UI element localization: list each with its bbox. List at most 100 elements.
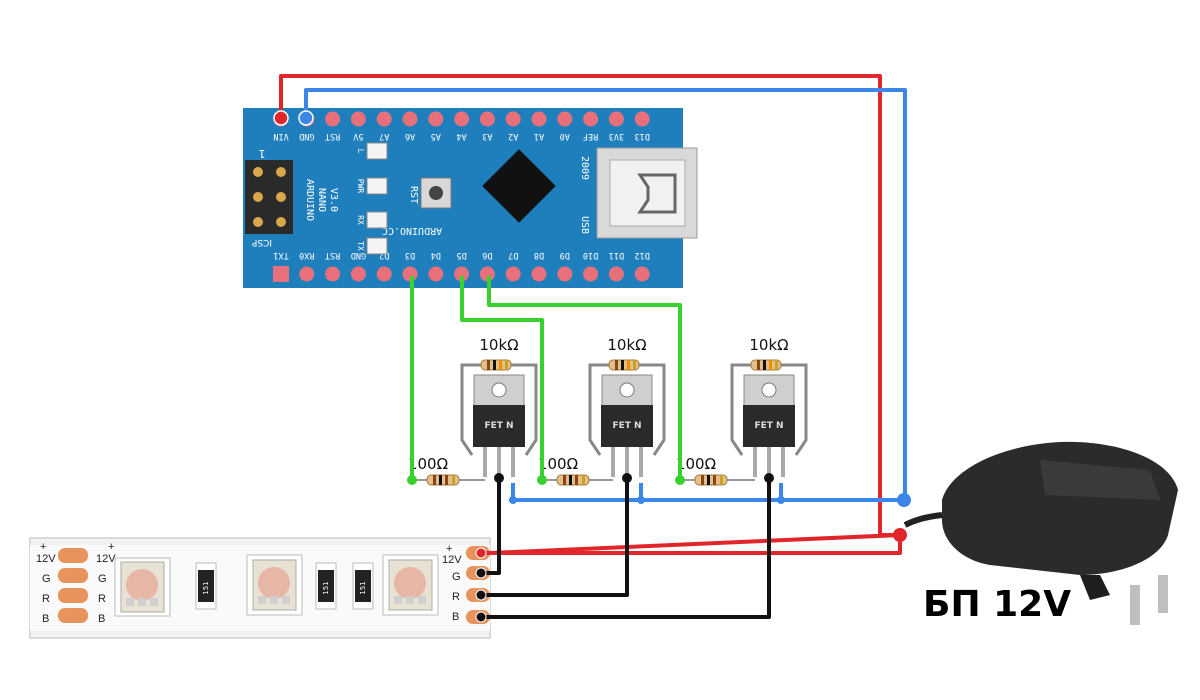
pin-label-a4: A4	[456, 131, 466, 141]
led-strip: + 12V G R B + 12V G R B + 12V G R B	[29, 537, 491, 639]
pin-label-d2: D2	[379, 250, 389, 260]
resistor-band	[769, 360, 772, 370]
pin-hole	[557, 111, 573, 127]
pad-label-b: B	[42, 613, 49, 625]
wire-signal-d5	[460, 276, 544, 480]
wire-drain-red	[480, 478, 629, 597]
pin-label-d9: D9	[560, 250, 570, 260]
board-model: NANO	[316, 188, 327, 212]
rgb-led-chip	[246, 554, 303, 616]
pin-hole	[376, 266, 392, 282]
resistor-band	[487, 360, 490, 370]
resistor-band	[575, 475, 578, 485]
resistor-band	[563, 475, 566, 485]
plus-sign: +	[446, 543, 452, 555]
pin-label-d3: D3	[405, 250, 415, 260]
mosfet-mount-hole	[761, 382, 777, 398]
power-supply-adapter: БП 12V	[903, 441, 1178, 625]
mosfet-leg	[781, 447, 785, 477]
resistor-band	[582, 475, 585, 485]
pin-hole	[479, 266, 495, 282]
resistor-band	[493, 360, 496, 370]
pin-label-a6: A6	[405, 131, 415, 141]
pin-label-a3: A3	[482, 131, 492, 141]
pin-label-d7: D7	[508, 250, 518, 260]
pin-label-a5: A5	[431, 131, 441, 141]
rst-label: RST	[408, 186, 419, 204]
resistor-band	[621, 360, 624, 370]
pin-hole	[454, 111, 470, 127]
pin-label-a1: A1	[534, 131, 544, 141]
resistor-band	[452, 475, 455, 485]
pad-label-g: G	[98, 573, 107, 585]
pin-label-d13: D13	[635, 131, 650, 141]
board-brand: ARDUINO	[304, 179, 315, 221]
resistor-band	[701, 475, 704, 485]
wire-signal-d6	[487, 276, 682, 480]
pad-label-r: R	[452, 591, 460, 603]
icsp-label: ICSP	[251, 237, 272, 247]
pin-hole	[583, 111, 599, 127]
pin-label-a7: A7	[379, 131, 389, 141]
pin-label-rst: RST	[325, 250, 340, 260]
pad-label-12v: 12V	[96, 553, 116, 565]
pulldown-frame	[588, 363, 666, 456]
pin-hole	[634, 111, 650, 127]
pin-hole	[325, 266, 341, 282]
pin-hole-square	[273, 266, 289, 282]
mosfet-mount-hole	[619, 382, 635, 398]
resistor-100-label: 100Ω	[408, 455, 448, 473]
resistor-band	[633, 360, 636, 370]
board-leds: L PWR RX TX	[356, 142, 388, 255]
resistor-band	[763, 360, 766, 370]
smd-code: 151	[202, 581, 210, 594]
pin-label-gnd: GND	[351, 250, 366, 260]
smd-code: 151	[322, 581, 330, 594]
mosfet-body	[743, 405, 795, 447]
mosfet-leg	[753, 447, 757, 477]
pin-hole	[325, 111, 341, 127]
resistor-band	[445, 475, 448, 485]
resistor-band	[433, 475, 436, 485]
resistor-100-label: 100Ω	[538, 455, 578, 473]
pin-label-a2: A2	[508, 131, 518, 141]
pin-hole	[350, 266, 366, 282]
wire-positive	[279, 74, 902, 555]
board-site: ARDUINO.CC	[382, 225, 442, 236]
pad-label-12v: 12V	[442, 554, 462, 566]
mosfet-body	[473, 405, 525, 447]
resistor-band	[713, 475, 716, 485]
pad-label-12v: 12V	[36, 553, 56, 565]
icsp-header: 1 ICSP	[245, 147, 293, 247]
pin-hole	[428, 266, 444, 282]
resistor-band	[757, 360, 760, 370]
pin-label-rx0: RX0	[299, 250, 314, 260]
pin-hole	[299, 266, 315, 282]
strip-pad-labels-left: + 12V G R B + 12V G R B + 12V G R B	[36, 541, 462, 625]
resistor-band	[505, 360, 508, 370]
pad-label-r: R	[98, 593, 106, 605]
pin-label-gnd: GND	[299, 131, 314, 141]
mosfet-mount-hole	[491, 382, 507, 398]
microcontroller-chip	[482, 149, 556, 223]
rgb-led-chip	[382, 554, 439, 616]
resistor-10k-label: 10kΩ	[479, 336, 518, 354]
pin-hole	[428, 111, 444, 127]
led-label-rx: RX	[356, 215, 365, 225]
pad-label-g: G	[42, 573, 51, 585]
led-label-l: L	[356, 149, 365, 154]
resistor-10k-label: 10kΩ	[607, 336, 646, 354]
pin-hole	[531, 111, 547, 127]
mosfet-leg	[511, 447, 515, 477]
smd-code: 151	[359, 581, 367, 594]
pin-label-a0: A0	[560, 131, 570, 141]
resistor-band	[569, 475, 572, 485]
pin-hole	[454, 266, 470, 282]
pin-label-3v3: 3V3	[609, 131, 624, 141]
pin-hole	[634, 266, 650, 282]
mosfet-label: FET N	[612, 421, 641, 431]
